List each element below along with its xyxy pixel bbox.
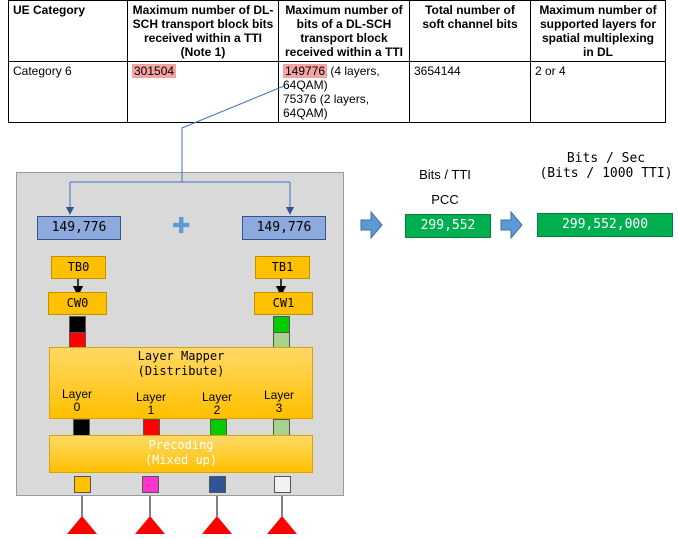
pcc-label: PCC bbox=[431, 192, 459, 207]
tb1-box: TB1 bbox=[255, 256, 310, 279]
table-row: Category 6 301504 149776 (4 layers, 64QA… bbox=[8, 61, 666, 123]
highlight-max-bits: 149776 bbox=[283, 64, 328, 78]
layer-mapper-title: Layer Mapper bbox=[137, 349, 225, 363]
plus-icon: ✚ bbox=[172, 213, 191, 238]
highlight-pointer-line bbox=[181, 85, 285, 182]
output-square-0 bbox=[74, 476, 91, 493]
cell-max-bits: 149776 (4 layers, 64QAM)75376 (2 layers,… bbox=[278, 61, 410, 123]
pcc-value-box: 299,552 bbox=[405, 214, 491, 238]
arrow-right-icon-2 bbox=[500, 210, 523, 240]
table-header-row: UE Category Maximum number of DL-SCH tra… bbox=[8, 0, 666, 62]
cw1-box: CW1 bbox=[254, 292, 313, 315]
precoding-subtitle: (Mixed up) bbox=[144, 453, 218, 467]
output-square-3 bbox=[274, 476, 291, 493]
output-square-1 bbox=[142, 476, 159, 493]
bits-per-sec-value-box: 299,552,000 bbox=[537, 213, 673, 237]
tb0-box: TB0 bbox=[51, 256, 106, 279]
antenna-icon-3 bbox=[267, 516, 297, 534]
header-layers: Maximum number of supported layers for s… bbox=[530, 0, 666, 62]
antenna-icon-2 bbox=[202, 516, 232, 534]
antenna-icon-1 bbox=[135, 516, 165, 534]
cell-tb-bits: 301504 bbox=[127, 61, 279, 123]
bits-per-sec-sublabel: (Bits / 1000 TTI) bbox=[539, 166, 673, 181]
header-ue-category: UE Category bbox=[8, 0, 128, 62]
max-bits-4-layers: (4 layers, 64QAM) bbox=[283, 64, 380, 92]
block-left: 149,776 bbox=[37, 216, 121, 240]
layer-mapper-subtitle: (Distribute) bbox=[137, 364, 225, 378]
header-tb-bits: Maximum number of DL-SCH transport block… bbox=[127, 0, 279, 62]
cell-layers: 2 or 4 bbox=[530, 61, 666, 123]
highlight-tb-bits: 301504 bbox=[132, 64, 177, 78]
max-bits-2-layers: 75376 (2 layers, 64QAM) bbox=[283, 92, 370, 120]
bits-per-tti-label: Bits / TTI bbox=[419, 167, 471, 182]
cell-soft-bits: 3654144 bbox=[409, 61, 531, 123]
cell-category: Category 6 bbox=[8, 61, 128, 123]
antenna-icon-0 bbox=[67, 516, 97, 534]
bits-per-sec-label: Bits / Sec bbox=[566, 151, 646, 166]
cw0-box: CW0 bbox=[48, 292, 107, 315]
output-square-2 bbox=[209, 476, 226, 493]
arrow-right-icon-1 bbox=[360, 210, 383, 240]
precoding-title: Precoding bbox=[148, 438, 214, 452]
layer-mapper-box: Layer Mapper (Distribute) bbox=[49, 347, 313, 419]
block-right: 149,776 bbox=[242, 216, 326, 240]
precoding-box: Precoding (Mixed up) bbox=[49, 435, 313, 473]
ue-category-table: UE Category Maximum number of DL-SCH tra… bbox=[8, 0, 666, 123]
